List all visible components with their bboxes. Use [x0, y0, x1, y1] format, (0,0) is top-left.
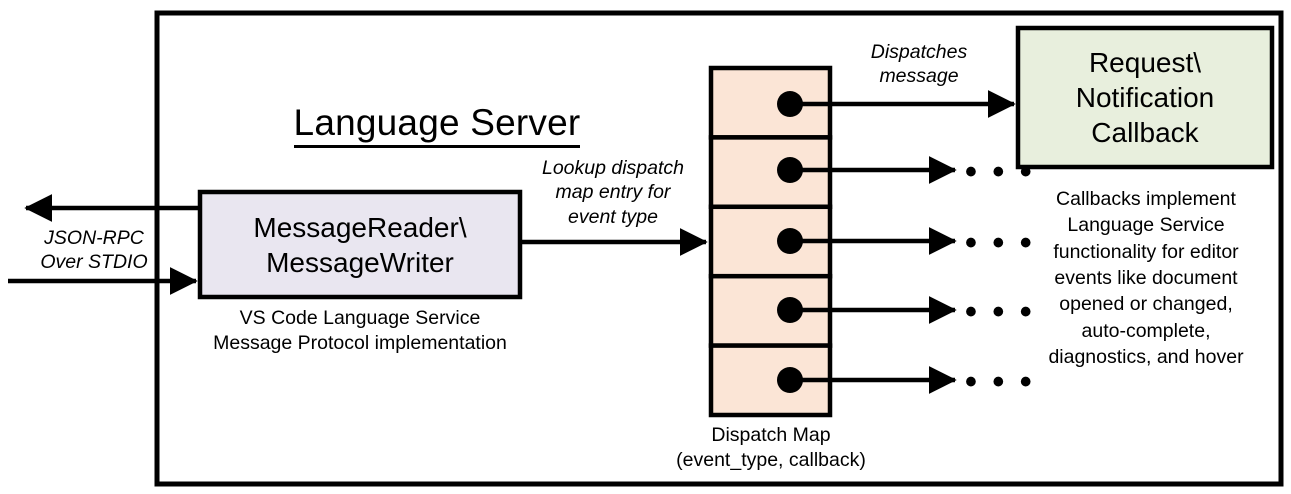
dispatches-message-label: Dispatches message	[870, 41, 968, 88]
page-title: Language Server	[157, 57, 717, 148]
language-server-boundary	[154, 10, 1284, 487]
dispatch-map-dot-4	[777, 297, 803, 323]
message-reader-writer-label: MessageReader\ MessageWriter	[253, 211, 467, 278]
message-reader-writer-box	[197, 189, 523, 300]
ellipsis-row-2: • • •	[965, 153, 1035, 191]
message-reader-writer-caption: VS Code Language Service Message Protoco…	[213, 307, 507, 355]
jsonrpc-transport-label: JSON-RPC Over STDIO	[40, 227, 148, 274]
dispatch-map-dot-2	[777, 157, 803, 183]
dispatch-row-4-link	[777, 296, 957, 324]
dispatch-row-1-link	[777, 90, 1016, 118]
page-title-text: Language Server	[293, 101, 581, 148]
dispatch-row-3-link	[777, 227, 957, 255]
ellipsis-row-3: • • •	[965, 224, 1035, 262]
dispatch-row-2-link	[777, 156, 957, 184]
request-notification-callback-box	[1015, 25, 1275, 170]
dispatch-map-dot-3	[777, 228, 803, 254]
dispatch-row-5-link	[777, 366, 957, 394]
dispatch-map-dot-5	[777, 367, 803, 393]
ellipsis-row-4: • • •	[965, 293, 1035, 331]
dispatch-map-caption: Dispatch Map (event_type, callback)	[676, 424, 866, 472]
request-notification-callback-label: Request\ Notification Callback	[1075, 47, 1215, 148]
dispatch-map-dot-1	[777, 91, 803, 117]
lookup-dispatch-label: Lookup dispatch map entry for event type	[541, 157, 685, 228]
callback-box-caption: Callbacks implement Language Service fun…	[1048, 188, 1244, 368]
ellipsis-row-5: • • •	[965, 363, 1035, 401]
